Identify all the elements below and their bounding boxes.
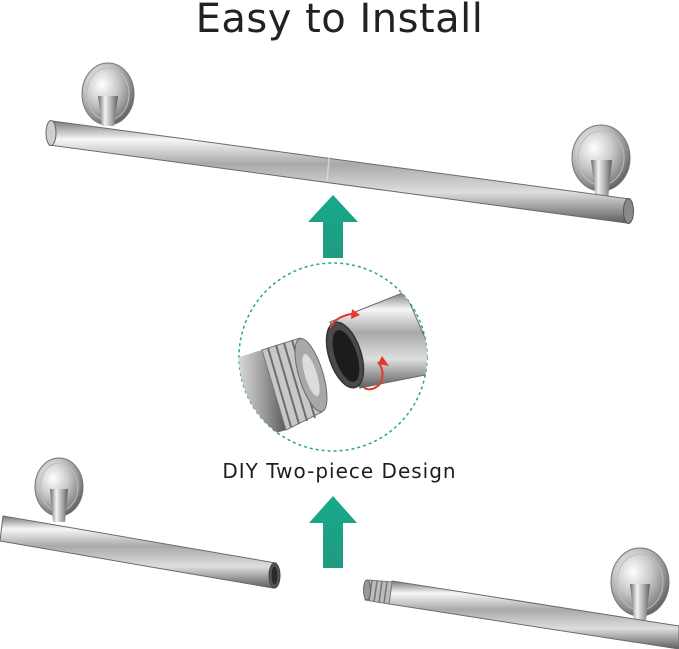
wall-mount-left-bottom xyxy=(34,457,84,522)
bar-half-left xyxy=(0,457,281,589)
wall-mount-right-bottom xyxy=(610,547,670,620)
page-title: Easy to Install xyxy=(195,0,484,42)
bar-half-right xyxy=(363,547,679,649)
wall-mount-left xyxy=(81,62,135,126)
wall-mount-right xyxy=(571,124,631,200)
up-arrow-icon xyxy=(309,496,357,568)
rotate-arrow-icon xyxy=(329,309,389,391)
design-caption: DIY Two-piece Design xyxy=(222,459,457,483)
up-arrow-icon xyxy=(308,195,358,258)
assembled-towel-bar xyxy=(45,62,634,224)
detail-zoom-circle xyxy=(238,262,428,452)
